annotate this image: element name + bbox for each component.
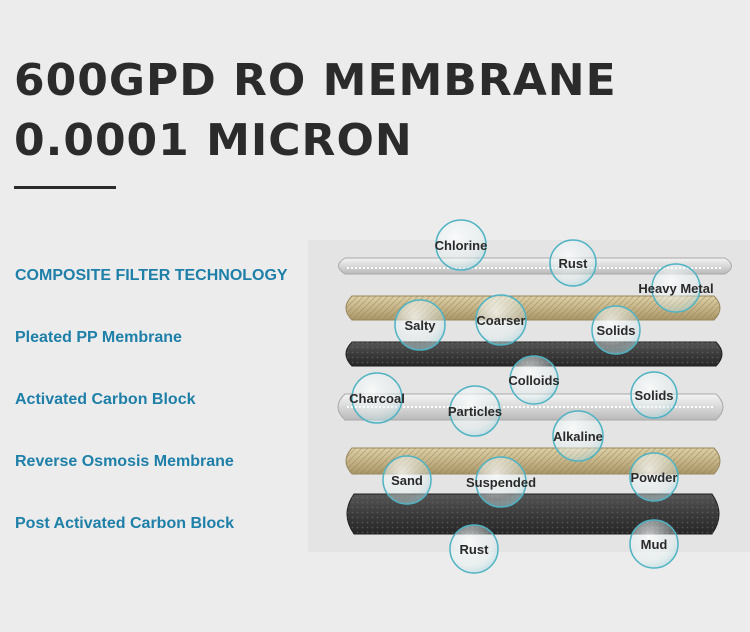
contaminant-bubble: Solids xyxy=(630,371,678,419)
bubble-label: Colloids xyxy=(508,373,559,388)
contaminant-bubble: Salty xyxy=(394,299,446,351)
bubble-label: Salty xyxy=(404,318,436,333)
contaminant-bubble: Rust xyxy=(449,524,499,574)
bubble-label: Heavy Metal xyxy=(638,281,713,296)
bubble-label: Solids xyxy=(634,388,673,403)
bubble-label: Powder xyxy=(631,470,678,485)
title-underline xyxy=(14,186,116,189)
contaminant-bubble: Sand xyxy=(382,455,432,505)
bubble-label: Sand xyxy=(391,473,423,488)
bubble-label: Rust xyxy=(460,542,490,557)
contaminant-bubble: Charcoal xyxy=(349,372,405,424)
contaminant-bubble: Solids xyxy=(591,305,641,355)
bubble-label: Coarser xyxy=(476,313,525,328)
bubble-label: Charcoal xyxy=(349,391,405,406)
bubble-label: Mud xyxy=(641,537,668,552)
contaminant-bubble: Particles xyxy=(448,385,502,437)
pp-layer-2 xyxy=(345,447,721,475)
contaminant-bubble: Chlorine xyxy=(435,219,488,271)
contaminant-bubble: Heavy Metal xyxy=(638,263,714,313)
contaminant-bubble: Suspended xyxy=(466,456,536,508)
contaminant-bubble: Mud xyxy=(629,519,679,569)
bubble-label: Suspended xyxy=(466,475,536,490)
bubble-label: Rust xyxy=(559,256,589,271)
bubble-label: Chlorine xyxy=(435,238,488,253)
layer-label-post-carbon: Post Activated Carbon Block xyxy=(15,515,235,532)
carbon-layer-2 xyxy=(346,493,720,535)
contaminant-bubble: Coarser xyxy=(475,294,527,346)
layer-label-reverse-osmosis: Reverse Osmosis Membrane xyxy=(15,453,234,470)
contaminant-bubble: Rust xyxy=(549,239,597,287)
layer-label-pleated-pp: Pleated PP Membrane xyxy=(15,329,182,346)
contaminant-bubble: Alkaline xyxy=(552,410,604,462)
bubble-label: Particles xyxy=(448,404,502,419)
membrane-layer-1 xyxy=(338,257,732,275)
layer-label-composite: COMPOSITE FILTER TECHNOLOGY xyxy=(15,267,288,284)
title-line-1: 600GPD RO MEMBRANE xyxy=(14,55,617,106)
title-line-2: 0.0001 MICRON xyxy=(14,115,413,166)
contaminant-bubble: Powder xyxy=(629,452,679,502)
bubble-label: Solids xyxy=(596,323,635,338)
layer-label-activated-carbon: Activated Carbon Block xyxy=(15,391,196,408)
contaminant-bubble: Colloids xyxy=(508,355,560,405)
bubble-label: Alkaline xyxy=(553,429,603,444)
